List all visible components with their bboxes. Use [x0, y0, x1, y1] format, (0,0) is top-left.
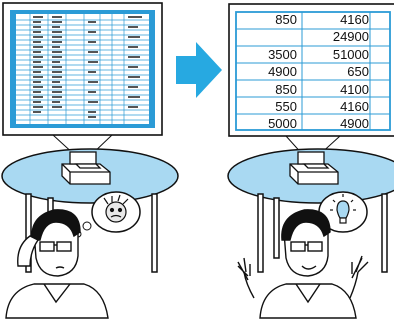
- cell: 850: [275, 12, 297, 27]
- cell: 650: [347, 64, 369, 80]
- left-projector: [61, 151, 111, 185]
- right-projector: [289, 151, 339, 185]
- table-row: 5000 4900: [233, 115, 373, 132]
- lightbulb-icon: [330, 194, 356, 224]
- cell: 850: [275, 81, 297, 97]
- cell: 51000: [332, 46, 369, 62]
- cell: 4160: [340, 99, 369, 115]
- happy-man: [237, 209, 369, 319]
- cell: 4900: [340, 116, 369, 132]
- cell: [233, 28, 301, 45]
- right-table-legs: [257, 193, 388, 273]
- cell: 5000: [268, 116, 297, 132]
- cell: 3500: [268, 46, 297, 62]
- cell: 550: [275, 99, 297, 115]
- confused-man: [5, 209, 109, 319]
- table-row: 24900: [233, 28, 373, 45]
- table-row: 550 4160: [233, 98, 373, 115]
- tiny-spreadsheet-text: [33, 16, 142, 118]
- cell: 24900: [332, 29, 369, 45]
- right-spreadsheet-frame: [235, 11, 391, 131]
- cell: 4900: [268, 64, 297, 80]
- confused-thought-bubble: [74, 191, 141, 238]
- cell: 4160: [340, 12, 369, 27]
- right-arrow-icon: [176, 42, 222, 98]
- table-row: 850 4100: [233, 81, 373, 98]
- table-row: 4900 650: [233, 63, 373, 80]
- cell: 4100: [340, 81, 369, 97]
- right-scene: [227, 3, 394, 319]
- tiny-spreadsheet-rows: [16, 14, 149, 124]
- right-spreadsheet-grid: [236, 12, 390, 130]
- table-row: 850 4160: [233, 11, 373, 28]
- table-row: 3500 51000: [233, 46, 373, 63]
- confused-face-icon: [103, 194, 129, 223]
- zoomed-spreadsheet: 850 4160 24900 3500 51000 4900 650 850 4…: [233, 11, 373, 133]
- left-scene: [1, 2, 179, 319]
